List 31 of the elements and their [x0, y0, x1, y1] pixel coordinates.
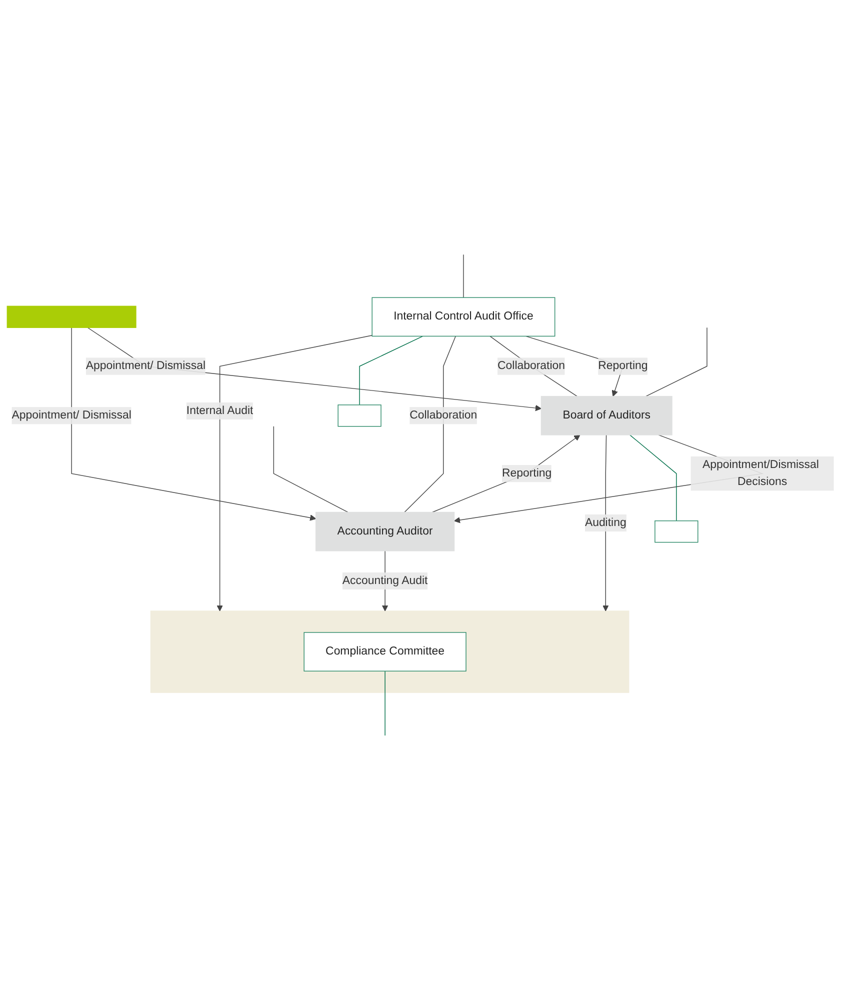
connector [490, 336, 578, 397]
arrow [432, 434, 580, 513]
edge-label: Appointment/Dismissal Decisions [702, 458, 819, 488]
connector [273, 426, 348, 513]
node-box [338, 404, 382, 427]
edge-label: Reporting [502, 467, 552, 480]
edge-label: Internal Audit [186, 404, 254, 417]
edge-label: Auditing [584, 516, 626, 529]
connector [359, 336, 424, 406]
cluster [150, 610, 630, 693]
connector [463, 254, 464, 298]
connector [646, 327, 708, 397]
connector [404, 336, 456, 513]
node-box: Compliance Committee [304, 632, 466, 672]
node-box: Board of Auditors [540, 396, 672, 436]
arrow [216, 334, 372, 612]
node-box [654, 520, 698, 543]
connector [630, 434, 677, 522]
edge-label: Collaboration [410, 409, 478, 422]
node-bar [6, 306, 136, 328]
arrow [602, 434, 609, 612]
edge-label: Collaboration [498, 360, 565, 372]
arrow [71, 327, 316, 521]
edge-label: Appointment/ Dismissal [86, 360, 206, 372]
edge-label: Appointment/ Dismissal [12, 409, 132, 422]
arrow [87, 327, 542, 412]
connector [384, 670, 386, 736]
edge-label: Reporting [598, 360, 648, 372]
edge-label: Accounting Audit [342, 574, 428, 587]
node-box: Accounting Auditor [315, 512, 455, 552]
node-box: Internal Control Audit Office [372, 297, 556, 336]
